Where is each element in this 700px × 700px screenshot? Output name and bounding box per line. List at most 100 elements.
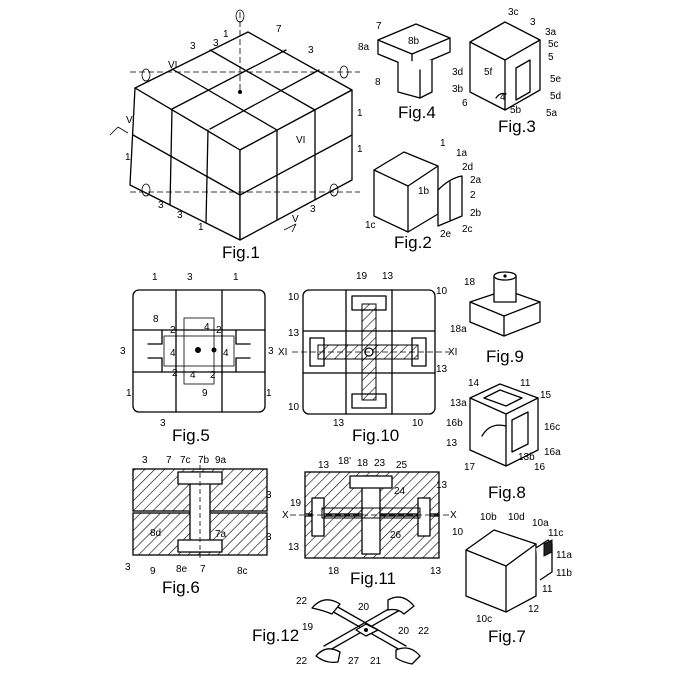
fig11-caption: Fig.11: [350, 569, 396, 588]
fig12-caption: Fig.12: [252, 626, 299, 645]
fig2-caption: Fig.2: [394, 233, 432, 252]
fig10-label: 10: [288, 292, 300, 303]
fig8-label: 16a: [544, 447, 561, 458]
fig6-label: 7: [200, 564, 206, 575]
fig2-label: 2: [470, 190, 476, 201]
fig7-label: 10: [452, 527, 464, 538]
fig12-label: 19: [302, 622, 314, 633]
fig8-label: 15: [540, 390, 552, 401]
fig3-label: 5a: [546, 108, 558, 119]
fig11-label: 13: [288, 542, 300, 553]
fig12-label: 20: [358, 602, 370, 613]
fig11-label: X: [450, 510, 457, 521]
fig4-label: 8b: [408, 36, 420, 47]
fig10-label: XI: [278, 347, 287, 358]
fig12-label: 20: [398, 626, 410, 637]
fig12-labels: 22 20 19 22 27 21 20 22: [296, 596, 430, 667]
fig11-label: X: [282, 510, 289, 521]
fig10-front-view: [292, 289, 450, 415]
fig5-front-view: [132, 289, 266, 413]
fig1-label: V: [292, 214, 299, 225]
fig9-labels: 18 18a: [450, 277, 476, 335]
fig9-spindle-piece: [469, 271, 541, 337]
fig9-label: 18a: [450, 324, 467, 335]
fig12-label: 22: [296, 656, 308, 667]
fig1-cube-drawing: [109, 9, 360, 241]
fig10-caption: Fig.10: [352, 426, 399, 445]
fig5-label: 2: [172, 368, 178, 379]
fig1-label: 3: [308, 45, 314, 56]
fig7-label: 10c: [476, 614, 492, 625]
fig11-label: 19: [290, 498, 302, 509]
fig5-label: 2: [170, 325, 176, 336]
fig6-label: 8c: [237, 566, 248, 577]
fig5-label: 1: [233, 272, 239, 283]
fig1-label: 3: [190, 41, 196, 52]
fig7-label: 10a: [532, 518, 549, 529]
fig6-label: 7a: [215, 529, 227, 540]
fig8-label: 17: [464, 462, 476, 473]
fig1-label: V: [126, 115, 133, 126]
fig11-label: 23: [374, 458, 386, 469]
fig3-caption: Fig.3: [498, 117, 536, 136]
fig4-label: 8a: [358, 42, 370, 53]
fig11-section-view: [290, 471, 452, 559]
fig6-label: 9a: [215, 455, 227, 466]
fig5-label: 1: [266, 388, 272, 399]
fig1-label: VI: [168, 60, 177, 71]
fig10-label: 13: [436, 364, 448, 375]
fig10-label: 19: [356, 271, 368, 282]
fig7-label: 11c: [548, 528, 563, 539]
fig11-labels: 13 18' 18 23 25 13 19 24 X X 13 26 18 13: [282, 456, 457, 577]
fig7-tabbed-piece: [465, 529, 553, 613]
fig8-labels: 14 11 15 13a 16b 16c 13 16a 17 13b 16: [446, 378, 561, 473]
fig6-label: 3: [266, 532, 272, 543]
fig2-label: 2c: [462, 224, 473, 235]
fig10-label: XI: [448, 347, 457, 358]
fig2-label: 1b: [418, 186, 430, 197]
fig6-label: 8d: [150, 528, 161, 539]
fig1-label: 3: [177, 210, 183, 221]
fig5-label: 2: [216, 325, 222, 336]
fig1-label: 1: [357, 108, 363, 119]
fig10-label: 13: [382, 271, 394, 282]
fig1-label: 7: [276, 24, 282, 35]
fig5-label: 2: [210, 370, 216, 381]
fig5-label: 3: [160, 418, 166, 429]
fig6-label: 9: [150, 566, 156, 577]
fig7-caption: Fig.7: [488, 627, 526, 646]
fig2-label: 2b: [470, 208, 482, 219]
fig5-label: 9: [202, 388, 208, 399]
fig11-label: 24: [394, 486, 406, 497]
fig3-label: 3: [530, 17, 536, 28]
fig11-label: 18': [338, 456, 351, 467]
fig2-label: 1c: [365, 220, 376, 231]
fig1-caption: Fig.1: [222, 243, 260, 262]
fig3-label: 4: [500, 92, 506, 103]
fig2-label: 1a: [456, 148, 468, 159]
fig11-label: 13: [436, 480, 448, 491]
fig3-label: 5d: [550, 91, 561, 102]
fig8-hollow-piece: [469, 383, 539, 467]
fig4-caption: Fig.4: [398, 103, 436, 122]
fig10-label: 13: [333, 418, 345, 429]
fig6-caption: Fig.6: [162, 578, 200, 597]
fig8-label: 11: [520, 378, 531, 389]
fig8-label: 16: [534, 462, 546, 473]
fig5-labels: 1 3 1 8 3 3 1 1 3 9 2 4 2 4 4 2 4 2: [120, 272, 274, 429]
fig6-section-view: [132, 465, 268, 560]
fig10-label: 13: [288, 328, 300, 339]
fig11-label: 18: [357, 458, 369, 469]
fig4-center-piece: [377, 23, 451, 99]
fig11-label: 26: [390, 530, 402, 541]
fig5-label: 4: [204, 322, 210, 333]
fig1-label: 1: [357, 144, 363, 155]
fig4-labels: 7 8b 8a 8: [358, 21, 420, 88]
fig8-label: 13b: [518, 452, 535, 463]
fig3-label: 5b: [510, 105, 522, 116]
fig4-label: 7: [376, 21, 382, 32]
fig2-label: 2a: [470, 175, 482, 186]
fig3-label: 5e: [550, 74, 562, 85]
fig12-label: 21: [370, 656, 382, 667]
